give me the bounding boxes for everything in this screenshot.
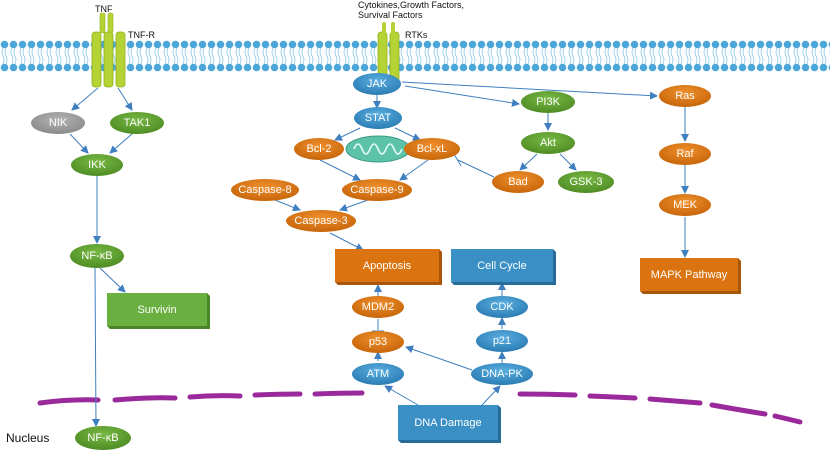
node-mek-label: MEK	[673, 199, 698, 211]
node-akt-label: Akt	[540, 137, 556, 149]
node-ras: Ras	[659, 85, 711, 107]
node-bad: Bad	[492, 171, 544, 193]
rtk-receptor	[377, 22, 400, 88]
tnf-receptor	[91, 12, 126, 88]
mitochondrion	[345, 135, 411, 163]
box-apoptosis-label: Apoptosis	[363, 260, 412, 272]
node-caspase8: Caspase-8	[231, 179, 299, 201]
node-cdk-label: CDK	[490, 301, 514, 313]
node-akt: Akt	[521, 132, 575, 154]
node-jak: JAK	[353, 73, 401, 95]
node-bclxl-label: Bcl-xL	[417, 143, 448, 155]
node-cdk: CDK	[476, 296, 528, 318]
node-raf-label: Raf	[676, 148, 694, 160]
node-stat-label: STAT	[365, 112, 392, 124]
node-atm-label: ATM	[367, 368, 389, 380]
rtks-label: RTKs	[405, 30, 428, 40]
cytokines-label-line2: Survival Factors	[358, 10, 423, 20]
node-nfkb-nucleus-label: NF-κB	[87, 432, 118, 444]
tnf-label: TNF	[95, 4, 113, 14]
box-survivin-label: Survivin	[137, 304, 176, 316]
tnf-r-label: TNF-R	[128, 30, 155, 40]
node-gsk3: GSK-3	[558, 171, 614, 193]
box-cell-cycle: Cell Cycle	[451, 249, 556, 285]
node-stat: STAT	[354, 107, 402, 129]
node-raf: Raf	[659, 143, 711, 165]
node-bad-label: Bad	[508, 176, 528, 188]
node-pi3k: PI3K	[521, 91, 575, 113]
node-dnapk: DNA-PK	[471, 363, 533, 385]
node-nfkb: NF-κB	[70, 244, 124, 268]
node-nik: NIK	[31, 112, 85, 134]
nuclear-membrane	[37, 390, 803, 425]
node-mek: MEK	[659, 194, 711, 216]
box-survivin: Survivin	[107, 293, 210, 329]
node-dnapk-label: DNA-PK	[481, 368, 523, 380]
node-caspase9: Caspase-9	[342, 179, 412, 201]
node-mdm2-label: MDM2	[362, 301, 394, 313]
node-p53-label: p53	[369, 336, 387, 348]
node-bcl2-label: Bcl-2	[306, 143, 331, 155]
box-apoptosis: Apoptosis	[335, 249, 442, 285]
node-nfkb-nucleus: NF-κB	[75, 426, 131, 450]
node-caspase3: Caspase-3	[286, 210, 356, 232]
node-caspase8-label: Caspase-8	[238, 184, 291, 196]
node-tak1: TAK1	[110, 112, 164, 134]
box-dna-damage: DNA Damage	[398, 405, 501, 443]
node-p21-label: p21	[493, 335, 511, 347]
node-ikk: IKK	[71, 154, 123, 176]
node-nfkb-label: NF-κB	[81, 250, 112, 262]
node-bclxl: Bcl-xL	[404, 138, 460, 160]
box-cell-cycle-label: Cell Cycle	[477, 260, 527, 272]
node-caspase3-label: Caspase-3	[294, 215, 347, 227]
connectors	[69, 81, 689, 427]
node-pi3k-label: PI3K	[536, 96, 561, 108]
node-tak1-label: TAK1	[124, 117, 151, 129]
node-nik-label: NIK	[49, 117, 68, 129]
node-jak-label: JAK	[367, 78, 388, 90]
box-dna-damage-label: DNA Damage	[414, 417, 481, 429]
node-ras-label: Ras	[675, 90, 695, 102]
cytokines-label-line1: Cytokines,Growth Factors,	[358, 0, 464, 10]
node-ikk-label: IKK	[88, 159, 106, 171]
node-gsk3-label: GSK-3	[569, 176, 602, 188]
node-p21: p21	[476, 330, 528, 352]
box-mapk-label: MAPK Pathway	[651, 269, 728, 281]
cell-membrane	[0, 40, 830, 72]
node-p53: p53	[352, 331, 404, 353]
node-atm: ATM	[352, 363, 404, 385]
box-mapk: MAPK Pathway	[640, 258, 741, 294]
node-mdm2: MDM2	[352, 296, 404, 318]
node-bcl2: Bcl-2	[294, 138, 344, 160]
node-caspase9-label: Caspase-9	[350, 184, 403, 196]
nucleus-label: Nucleus	[6, 431, 49, 445]
